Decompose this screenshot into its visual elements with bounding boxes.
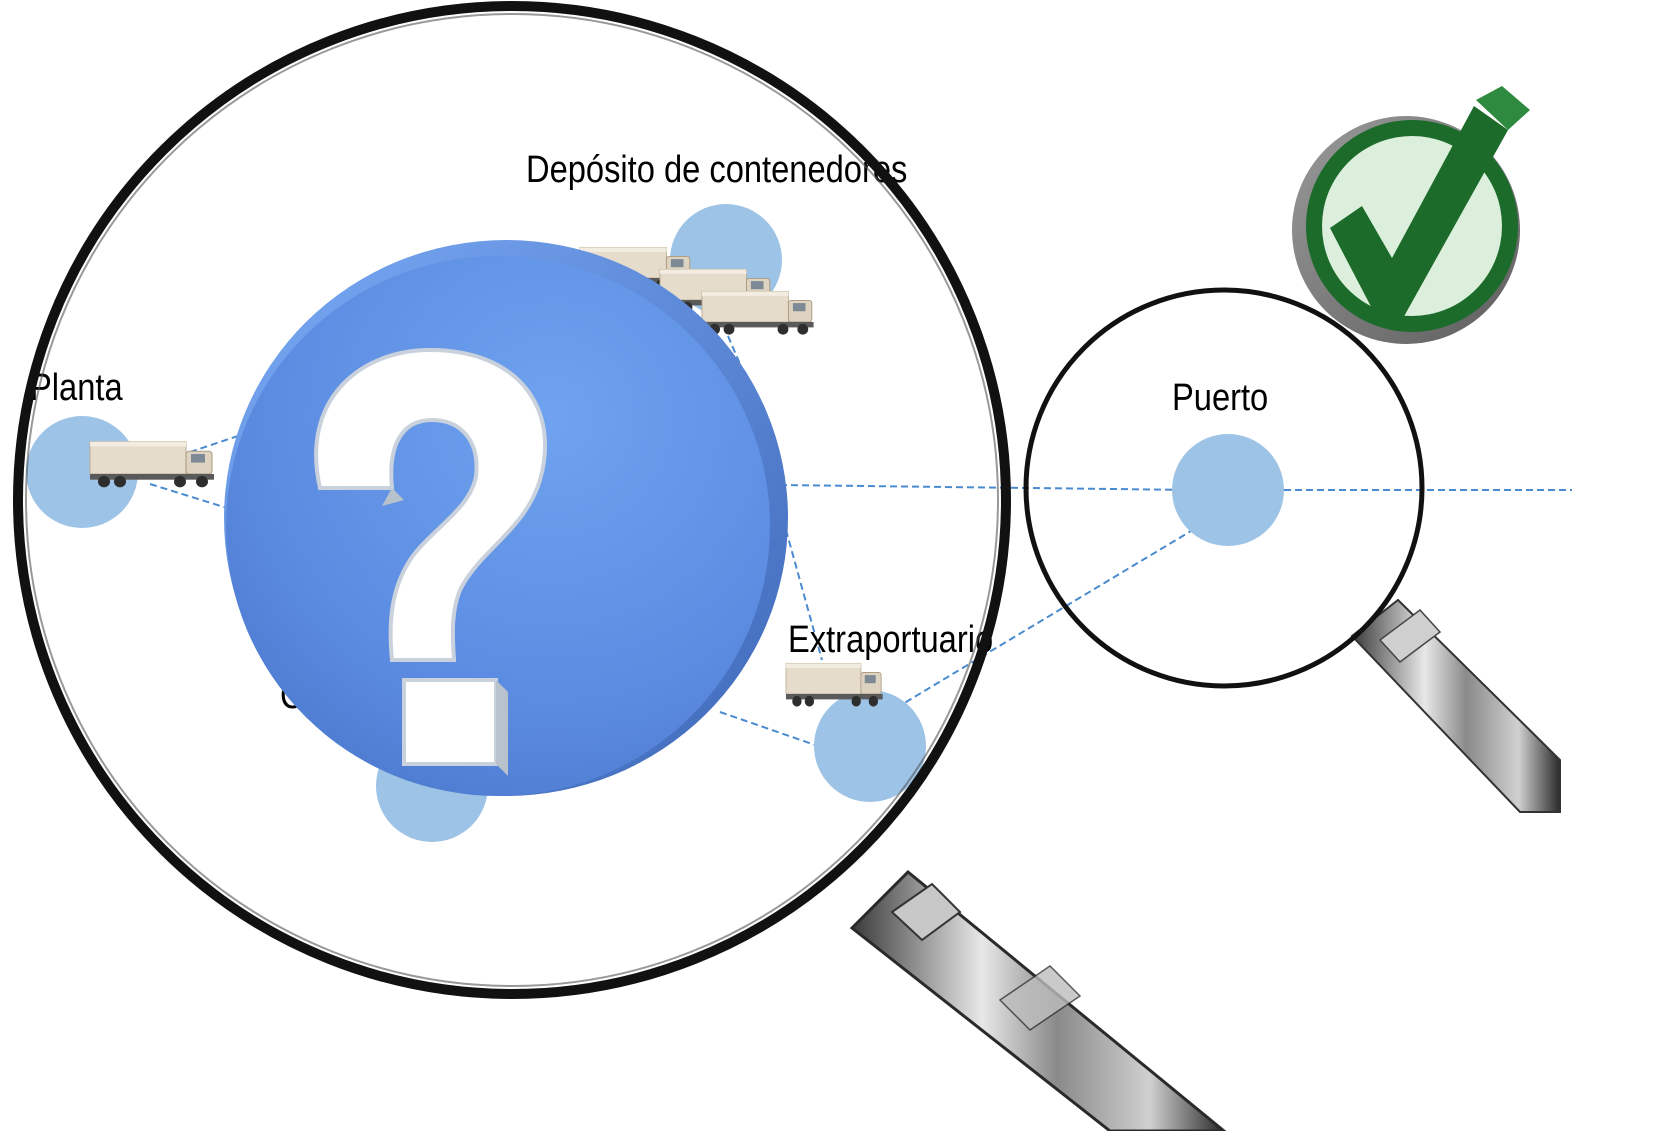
small-magnifier-lens bbox=[1023, 287, 1425, 689]
question-mark-icon bbox=[224, 240, 788, 796]
node-extraportuario bbox=[814, 690, 926, 802]
label-deposito: Depósito de contenedores bbox=[526, 148, 907, 191]
node-labels: Planta Depósito de contenedores C Extrap… bbox=[30, 148, 1268, 717]
edge-extra-deposito bbox=[785, 529, 823, 661]
node-puerto bbox=[1172, 434, 1284, 546]
big-magnifier-lens bbox=[13, 1, 1011, 999]
big-magnifier-handle bbox=[849, 869, 1227, 1131]
big-magnifier-lens-inner bbox=[25, 13, 999, 987]
edge-extra-puerto bbox=[895, 527, 1197, 709]
small-magnifier bbox=[1350, 598, 1561, 813]
edge-deposito-puerto bbox=[779, 484, 1197, 491]
checkmark-icon bbox=[1292, 86, 1530, 344]
truck-icon bbox=[89, 441, 215, 488]
label-puerto: Puerto bbox=[1172, 376, 1268, 419]
truck-icon bbox=[701, 290, 815, 336]
small-magnifier-handle bbox=[1350, 598, 1561, 813]
label-extraportuario: Extraportuario bbox=[788, 618, 993, 661]
label-planta: Planta bbox=[30, 366, 123, 409]
edge-extra-centro bbox=[719, 711, 819, 747]
